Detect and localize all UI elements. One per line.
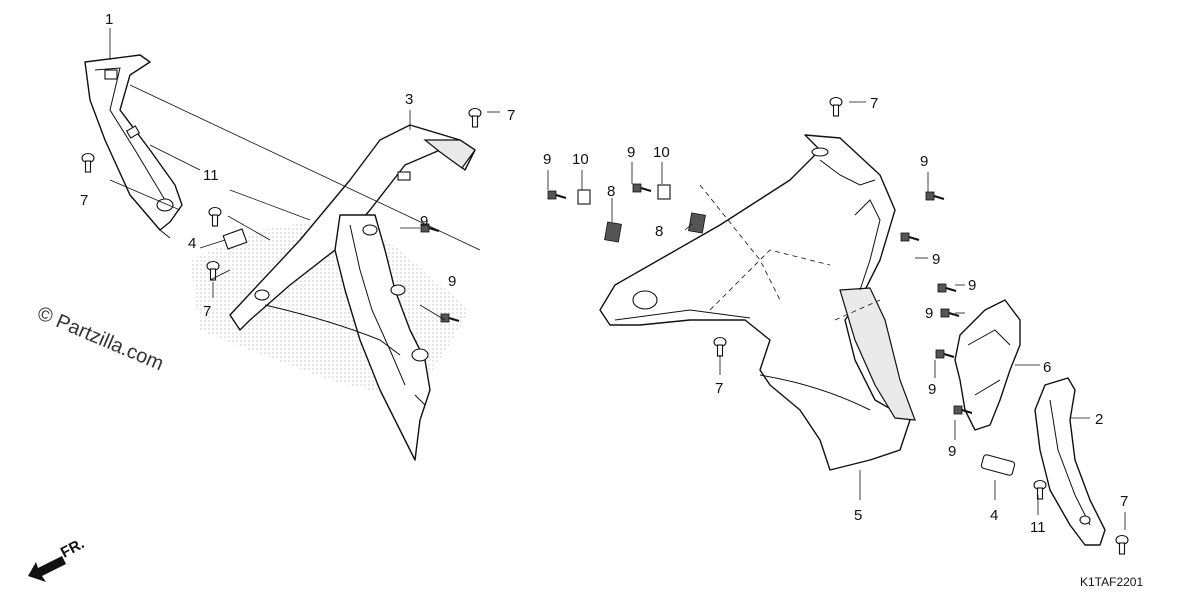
- part-3-cover-bracket: [190, 124, 476, 461]
- callout-5: 5: [854, 507, 862, 524]
- leader-lines: [109, 28, 1126, 530]
- callout-9-right-3: 9: [968, 277, 976, 294]
- part-5-middle-cowl: [599, 134, 916, 471]
- callout-9-right-6: 9: [948, 443, 956, 460]
- callout-9-left-lower: 9: [448, 273, 456, 290]
- callout-7-center: 7: [715, 380, 723, 397]
- callout-9-clip-b: 9: [627, 144, 635, 161]
- callout-1: 1: [105, 11, 113, 28]
- front-direction-arrow: FR.: [28, 535, 87, 582]
- callout-6: 6: [1043, 359, 1051, 376]
- callout-4-left: 4: [188, 235, 196, 252]
- callout-3: 3: [405, 91, 413, 108]
- callout-11-right: 11: [1030, 519, 1046, 536]
- callout-10-b: 10: [653, 144, 670, 161]
- callout-9-right-5: 9: [928, 381, 936, 398]
- part-2-right-strip: [1034, 377, 1106, 546]
- callout-8-b: 8: [655, 223, 663, 240]
- callout-7-left-lower: 7: [203, 303, 211, 320]
- callout-labels: 1 7 11 4 7 3 7 9 9 9 10 8 9 10 8 7 7 9 9…: [80, 11, 1128, 536]
- callout-9-right-4: 9: [925, 305, 933, 322]
- callout-7-top-left: 7: [507, 107, 515, 124]
- callout-10-a: 10: [572, 151, 589, 168]
- part-6-side-cover: [954, 299, 1021, 431]
- part-1-inner-cover: [84, 54, 183, 239]
- callout-9-clip-a: 9: [543, 151, 551, 168]
- callout-7-top-center: 7: [870, 95, 878, 112]
- callout-2: 2: [1095, 411, 1103, 428]
- partzilla-watermark: © Partzilla.com: [34, 302, 167, 375]
- callout-11-left: 11: [203, 167, 219, 184]
- callout-7-left-bolt: 7: [80, 192, 88, 209]
- callout-9-right-top: 9: [920, 153, 928, 170]
- callout-9-right-2: 9: [932, 251, 940, 268]
- callout-7-bottom-right: 7: [1120, 493, 1128, 510]
- callout-9-left-upper: 9: [420, 213, 428, 230]
- callout-4-right: 4: [990, 507, 998, 524]
- catalog-code: K1TAF2201: [1080, 575, 1143, 589]
- hardware-group: [81, 96, 1129, 555]
- callout-8-a: 8: [607, 183, 615, 200]
